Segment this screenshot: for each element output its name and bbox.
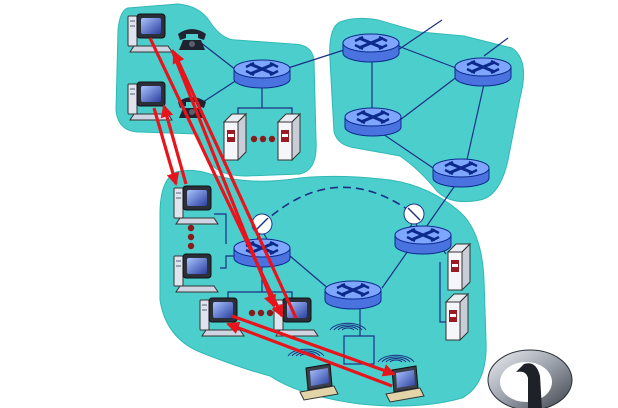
link	[379, 131, 437, 171]
link	[465, 83, 485, 165]
ellipsis-dots	[187, 135, 276, 317]
arrow	[152, 107, 180, 186]
satellite-link	[261, 186, 415, 225]
link	[423, 183, 457, 231]
satellite-dish-icon	[403, 203, 425, 235]
router-icon	[323, 279, 383, 311]
link	[287, 49, 345, 69]
arrow	[148, 37, 284, 318]
desktop-computer-icon	[173, 253, 219, 293]
link	[289, 255, 331, 291]
link	[381, 247, 411, 289]
server-icon	[445, 293, 469, 341]
router-icon	[453, 56, 513, 88]
access-point-box	[343, 335, 375, 365]
desktop-computer-icon	[127, 13, 173, 53]
link	[214, 213, 227, 244]
link	[397, 19, 443, 51]
server-icon	[223, 113, 247, 161]
link	[397, 45, 457, 69]
router-icon	[232, 58, 292, 90]
link	[199, 41, 237, 71]
arrow	[226, 321, 393, 388]
arrow	[231, 314, 396, 377]
server-icon	[447, 243, 471, 291]
server-icon	[277, 113, 301, 161]
router-icon	[343, 106, 403, 138]
link	[483, 37, 509, 57]
router-icon	[341, 32, 401, 64]
router-icon	[393, 224, 453, 256]
desktop-computer-icon	[173, 185, 219, 225]
link	[399, 75, 459, 121]
traffic-arrows	[148, 37, 396, 388]
arrow	[172, 50, 298, 319]
link	[199, 77, 241, 105]
router-icon	[431, 157, 491, 189]
arrow	[160, 104, 188, 185]
publisher-logo-icon	[487, 349, 573, 408]
link	[220, 255, 236, 269]
